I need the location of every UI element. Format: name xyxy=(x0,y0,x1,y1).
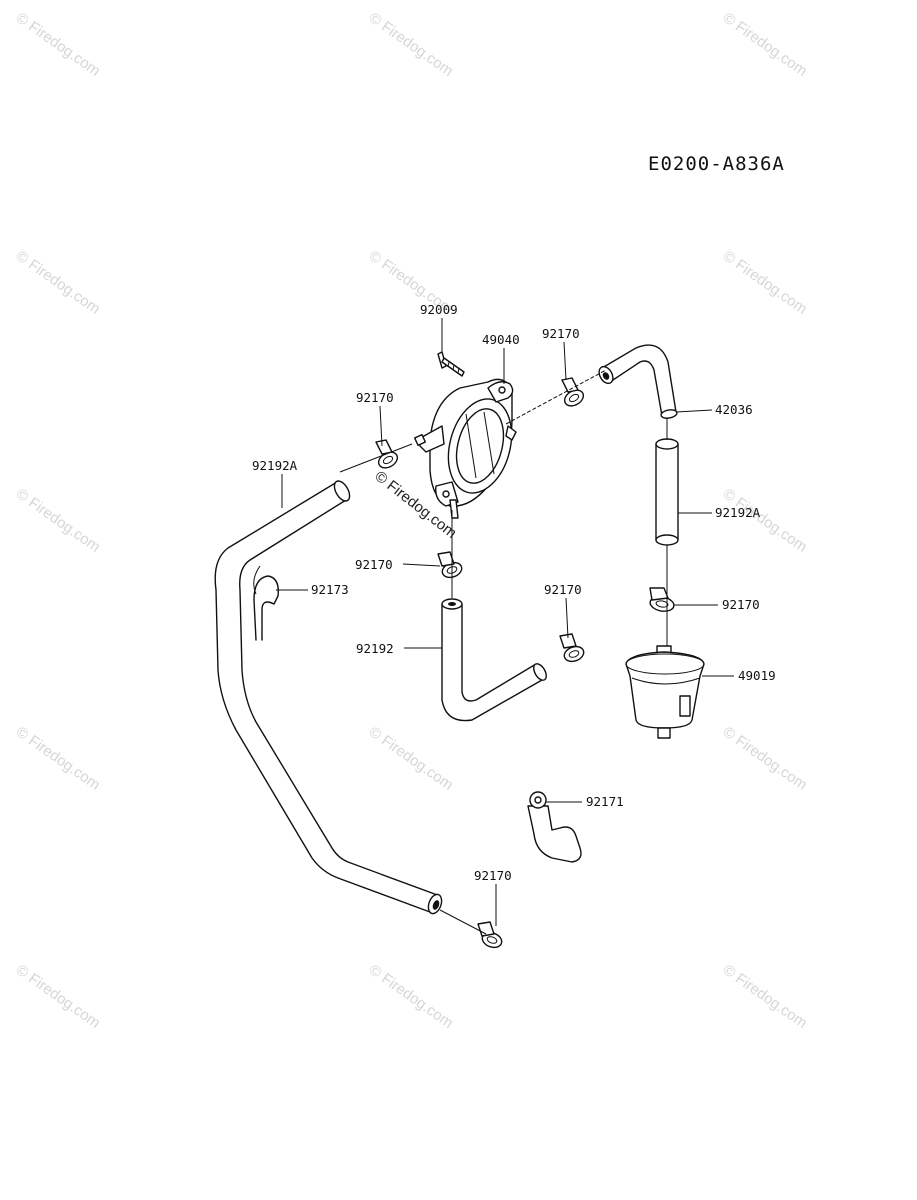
connection-lines xyxy=(339,369,668,935)
hose-right xyxy=(655,438,679,546)
watermark: © Firedog.com xyxy=(13,9,104,79)
watermark: © Firedog.com xyxy=(720,247,811,317)
hose-short xyxy=(441,598,547,722)
watermark: © Firedog.com xyxy=(720,9,811,79)
watermark: © Firedog.com xyxy=(366,961,457,1031)
watermark-layer: © Firedog.com © Firedog.com © Firedog.co… xyxy=(13,9,811,1031)
screw xyxy=(437,351,465,377)
clamp-bottom xyxy=(477,921,503,949)
hose-elbow xyxy=(598,344,678,419)
clamp-holder xyxy=(527,791,582,863)
clip-left xyxy=(253,565,279,641)
label-screw: 92009 xyxy=(420,302,458,317)
label-hose-right: 92192A xyxy=(715,505,761,520)
hose-long-left xyxy=(214,480,443,915)
label-hose-elbow: 42036 xyxy=(715,402,753,417)
label-clip-left: 92173 xyxy=(311,582,349,597)
label-hose-long-left: 92192A xyxy=(252,458,298,473)
label-clamp-bottom: 92170 xyxy=(474,868,512,883)
watermark: © Firedog.com xyxy=(13,961,104,1031)
leader-lines xyxy=(276,318,734,926)
watermark: © Firedog.com xyxy=(366,723,457,793)
clamp-right-top xyxy=(559,633,585,663)
fuel-pump xyxy=(413,378,517,519)
label-clamp-pump-bottom: 92170 xyxy=(355,557,393,572)
watermark: © Firedog.com xyxy=(13,723,104,793)
watermark: © Firedog.com xyxy=(720,485,811,555)
clamp-pump-outlet xyxy=(561,377,585,407)
part-labels: 92009 49040 92170 92170 92192A 92170 921… xyxy=(252,302,776,883)
label-clamp-filter-top: 92170 xyxy=(722,597,760,612)
clamp-filter-top xyxy=(649,587,675,612)
watermark: © Firedog.com xyxy=(720,723,811,793)
watermark: © Firedog.com xyxy=(720,961,811,1031)
watermark: © Firedog.com xyxy=(13,247,104,317)
label-fuel-pump: 49040 xyxy=(482,332,520,347)
label-clamp-pump-outlet: 92170 xyxy=(542,326,580,341)
fuel-filter xyxy=(625,645,705,739)
clamp-pump-bottom xyxy=(437,551,463,579)
clamp-pump-inlet xyxy=(375,439,399,469)
label-clamp-right-top: 92170 xyxy=(544,582,582,597)
watermark: © Firedog.com xyxy=(366,9,457,79)
label-fuel-filter: 49019 xyxy=(738,668,776,683)
watermark: © Firedog.com xyxy=(13,485,104,555)
label-hose-short: 92192 xyxy=(356,641,394,656)
label-clamp-holder: 92171 xyxy=(586,794,624,809)
diagram-code: E0200-A836A xyxy=(648,153,785,175)
label-clamp-pump-inlet: 92170 xyxy=(356,390,394,405)
